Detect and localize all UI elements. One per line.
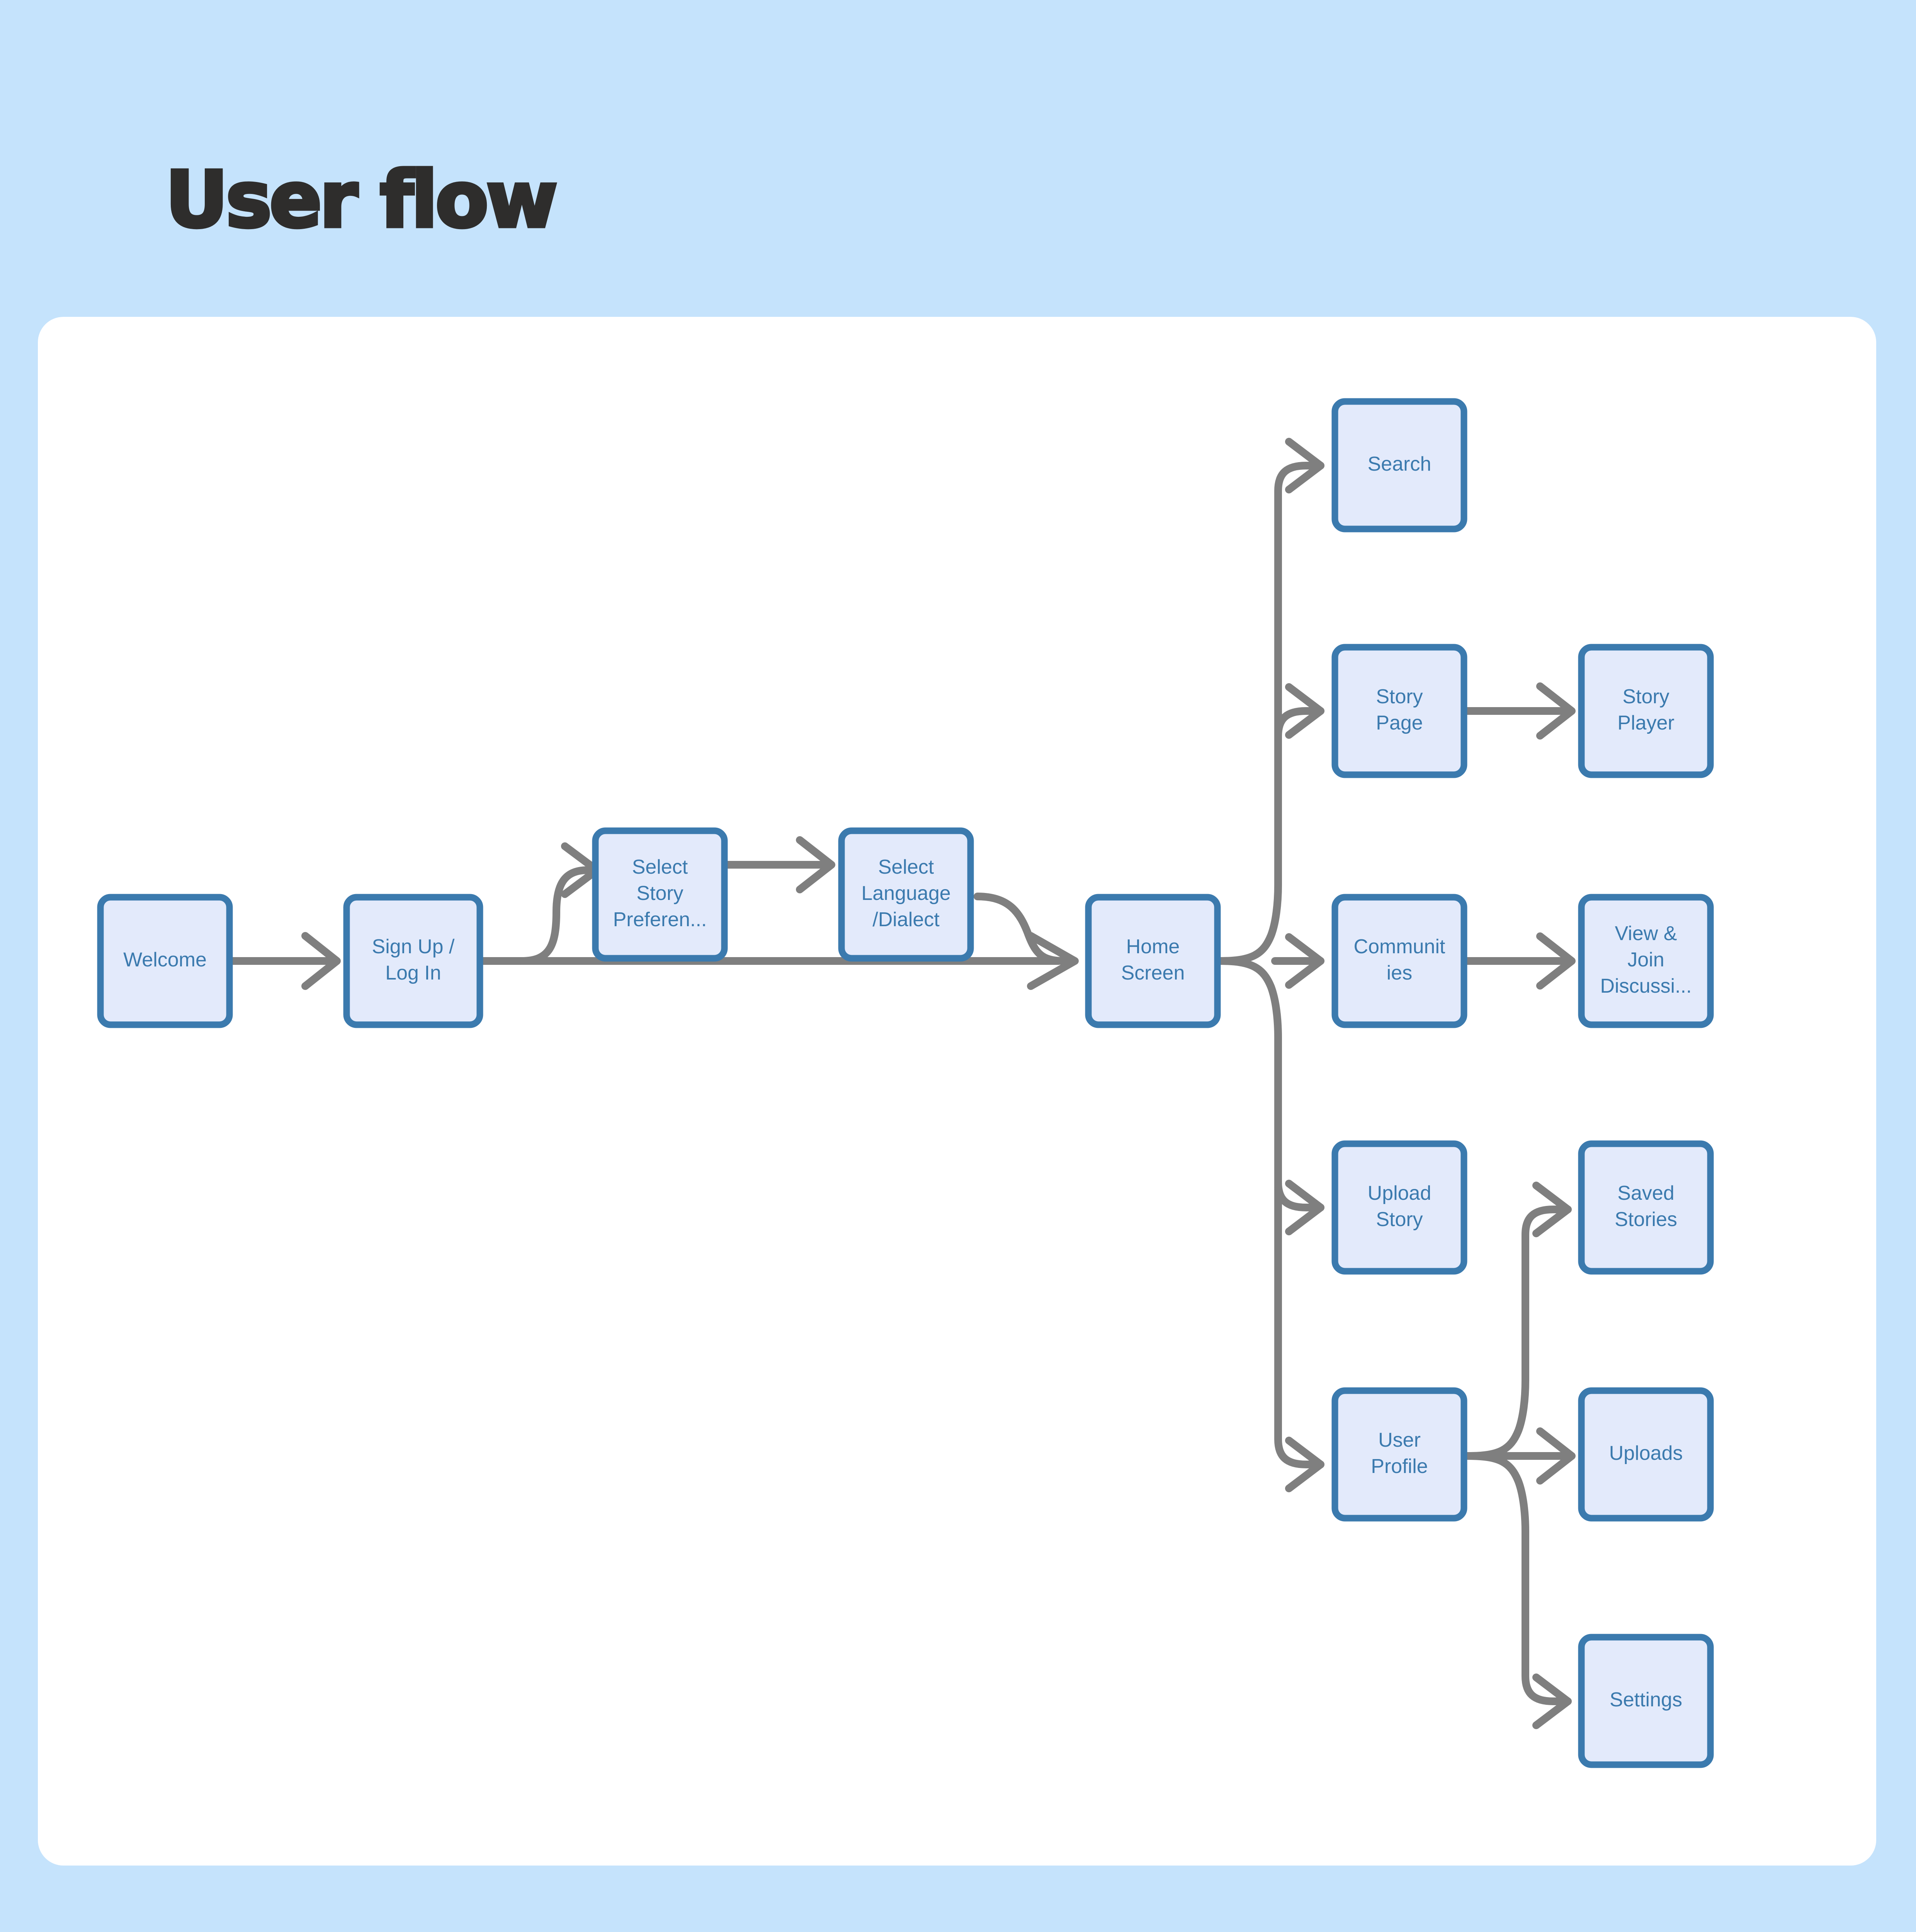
edge-arrowhead-signup — [301, 932, 341, 990]
flow-node-box — [1331, 1387, 1467, 1522]
edge-arrowhead-discussions — [1536, 932, 1576, 990]
edge-user-profile-trunk-up — [1464, 1206, 1572, 1460]
flow-node-box — [592, 827, 728, 962]
flow-node-box — [1578, 1140, 1714, 1275]
flow-node-box — [1331, 398, 1467, 532]
edge-arrowhead-user-profile — [1285, 1437, 1324, 1492]
flow-node-signup[interactable]: Sign Up /Log In — [343, 894, 483, 1028]
edge-arrowhead-language — [796, 836, 835, 893]
flow-node-label: Search — [1368, 453, 1431, 475]
edge-user-profile-trunk-down — [1464, 1452, 1572, 1705]
edge-arrowhead-saved-stories — [1532, 1182, 1572, 1237]
flow-node-search[interactable]: Search — [1331, 398, 1467, 532]
flow-node-box — [1578, 644, 1714, 778]
flow-node-box — [1578, 1634, 1714, 1768]
edge-arrowhead-story-player — [1536, 682, 1576, 740]
edge-trunk-to-upload-story — [1274, 1179, 1324, 1211]
flow-node-label: Settings — [1610, 1689, 1682, 1711]
edge-home-trunk-lower — [1216, 957, 1324, 1468]
edge-arrowhead-home — [1027, 932, 1079, 990]
flow-node-settings[interactable]: Settings — [1578, 1634, 1714, 1768]
diagram-canvas-card — [38, 317, 1876, 1866]
flow-node-box — [1331, 894, 1467, 1028]
edges-layer — [228, 438, 1576, 1729]
edge-arrowhead-search — [1285, 438, 1324, 493]
edge-arrowhead-story-page — [1285, 683, 1324, 739]
flow-node-uploads[interactable]: Uploads — [1578, 1387, 1714, 1522]
edge-trunk-to-story-page — [1274, 707, 1324, 740]
flow-node-box — [1331, 1140, 1467, 1275]
flow-node-label: Sign Up /Log In — [372, 935, 455, 984]
page-title: User flow — [163, 155, 559, 245]
edge-arrowhead-upload-story — [1285, 1180, 1324, 1235]
edge-arrowhead-communities — [1285, 933, 1324, 989]
edge-arrowhead-uploads — [1536, 1427, 1576, 1485]
flow-node-label: Uploads — [1609, 1442, 1683, 1464]
flow-node-box — [97, 894, 233, 1028]
flow-node-box — [1578, 1387, 1714, 1522]
edge-arrowhead-settings — [1532, 1673, 1572, 1729]
edge-signup-to-story-prefs — [518, 866, 601, 965]
flow-node-box — [1331, 644, 1467, 778]
flow-node-label: Welcome — [123, 949, 207, 971]
flow-node-box — [1578, 894, 1714, 1028]
flow-node-box — [343, 894, 483, 1028]
flow-node-welcome[interactable]: Welcome — [97, 894, 233, 1028]
edge-home-trunk — [1216, 462, 1324, 965]
flow-node-box — [1085, 894, 1221, 1028]
edge-language-to-home — [974, 893, 1070, 965]
flow-node-box — [838, 827, 974, 962]
